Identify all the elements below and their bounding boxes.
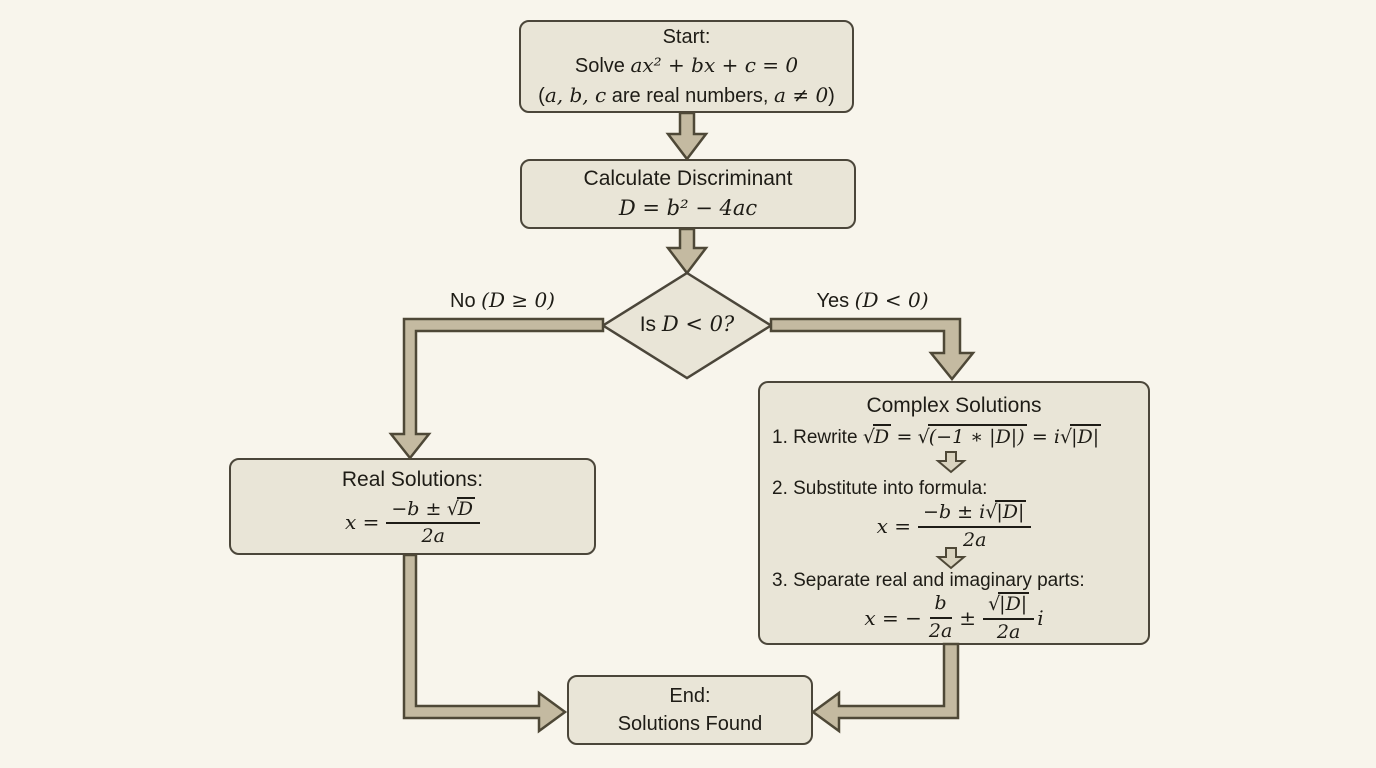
radical-sign: √	[917, 426, 930, 448]
condition-text: are real numbers,	[606, 84, 775, 107]
arrow-start-to-discriminant	[665, 111, 709, 162]
decision-condition: D < 0?	[661, 312, 735, 336]
arrow-no-branch	[388, 317, 605, 461]
no-condition: (D ≥ 0)	[481, 288, 555, 312]
step2-formula-lhs: x =	[876, 513, 912, 538]
condition-close-paren: )	[828, 84, 835, 107]
discriminant-formula: D = b² − 4ac	[618, 196, 758, 220]
step2-fraction: −b ± i√|D| 2a	[918, 500, 1032, 552]
start-equation-line: Solve ax² + bx + c = 0	[575, 51, 798, 80]
plus-minus-sign: ±	[959, 605, 977, 630]
radical-sign: √	[862, 426, 875, 448]
complex-solutions-title: Complex Solutions	[866, 394, 1042, 417]
decision-label: Is D < 0?	[603, 312, 771, 337]
real-formula-lhs: x =	[344, 510, 380, 535]
no-branch-label: No (D ≥ 0)	[405, 288, 600, 313]
step1-radicand-expanded: (−1 ∗ |D|)	[927, 424, 1027, 448]
complex-step3-formula: x = − b 2a ± √|D| 2a i	[760, 592, 1148, 644]
step2-denominator: 2a	[962, 528, 987, 551]
arrow-discriminant-to-decision	[665, 227, 709, 276]
real-solutions-formula: x = −b ± √D 2a	[344, 496, 481, 549]
end-node: End: Solutions Found	[567, 675, 813, 745]
real-solutions-title: Real Solutions:	[341, 467, 484, 491]
step2-numerator-prefix: −b ± i	[923, 501, 986, 523]
yes-word: Yes	[816, 290, 855, 312]
step2-radicand: |D|	[995, 500, 1027, 523]
real-radicand: D	[456, 496, 476, 520]
radical-sign: √	[988, 593, 1000, 615]
radical-sign: √	[446, 497, 459, 520]
decision-prefix: Is	[639, 313, 662, 336]
start-title: Start:	[662, 25, 711, 48]
complex-step1: 1. Rewrite √D = √(−1 ∗ |D|) = i√|D|	[760, 424, 1148, 452]
yes-branch-label: Yes (D < 0)	[775, 288, 970, 313]
step1-label: 1. Rewrite	[772, 427, 858, 448]
step3-formula-lhs: x = −	[864, 605, 922, 630]
arrow-yes-branch	[769, 317, 976, 381]
start-node: Start: Solve ax² + bx + c = 0 (a, b, c a…	[519, 20, 854, 113]
end-subtitle: Solutions Found	[617, 713, 763, 735]
discriminant-node: Calculate Discriminant D = b² − 4ac	[520, 159, 856, 229]
step1-radicand-absd: |D|	[1070, 424, 1102, 448]
start-condition-line: (a, b, c are real numbers, a ≠ 0)	[538, 81, 835, 110]
complex-step3-label: 3. Separate real and imaginary parts:	[772, 570, 1085, 591]
yes-condition: (D < 0)	[854, 288, 929, 312]
radical-sign: √	[1059, 426, 1072, 448]
step3-imag-denominator: 2a	[996, 620, 1021, 643]
step3-real-denominator: 2a	[928, 619, 953, 642]
solve-word: Solve	[574, 55, 625, 78]
real-denominator: 2a	[421, 525, 445, 548]
step3-real-numerator: b	[929, 592, 952, 619]
quadratic-equation: ax² + bx + c = 0	[630, 53, 799, 78]
condition-a-nonzero: a ≠ 0	[774, 82, 829, 107]
step3-real-part-fraction: b 2a	[928, 592, 953, 643]
condition-open-paren: (	[538, 84, 545, 107]
step3-radicand: |D|	[998, 592, 1030, 615]
complex-solutions-node: Complex Solutions 1. Rewrite √D = √(−1 ∗…	[758, 381, 1150, 645]
real-formula-fraction: −b ± √D 2a	[386, 496, 481, 549]
equals-sign: =	[896, 426, 913, 448]
discriminant-title: Calculate Discriminant	[583, 167, 793, 191]
complex-step2-label: 2. Substitute into formula:	[772, 478, 988, 499]
real-solutions-node: Real Solutions: x = −b ± √D 2a	[229, 458, 596, 555]
condition-variables: a, b, c	[544, 82, 607, 107]
end-title: End:	[669, 684, 711, 707]
arrow-complex-to-end	[810, 642, 960, 734]
imaginary-unit: i	[1037, 605, 1044, 630]
radical-sign: √	[985, 501, 997, 523]
complex-step2-formula: x = −b ± i√|D| 2a	[760, 500, 1148, 552]
arrow-real-to-end	[402, 553, 568, 734]
real-numerator-prefix: −b ±	[391, 497, 442, 520]
step3-imaginary-part-fraction: √|D| 2a	[983, 592, 1035, 644]
equals-i: = i	[1031, 426, 1060, 448]
no-word: No	[450, 290, 482, 312]
step1-radicand-d: D	[872, 424, 892, 448]
